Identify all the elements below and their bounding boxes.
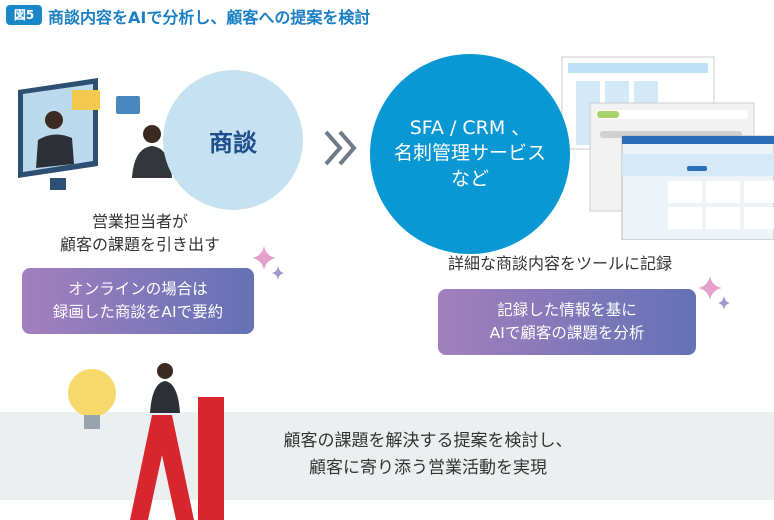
online-meeting-illustration	[18, 78, 172, 190]
ai-businessman-illustration	[68, 363, 224, 520]
ai-analysis-note: 記録した情報を基に AIで顧客の課題を分析	[438, 289, 696, 355]
sparkle-icon	[252, 246, 284, 280]
circle-line: など	[450, 167, 489, 190]
record-caption: 詳細な商談内容をツールに記録	[447, 254, 672, 273]
note-line: AIで顧客の課題を分析	[489, 324, 645, 342]
online-summary-note: オンラインの場合は 録画した商談をAIで要約	[22, 268, 254, 334]
note-line: 録画した商談をAIで要約	[52, 303, 224, 321]
note-line: オンラインの場合は	[68, 279, 208, 298]
double-chevron-right-icon	[324, 130, 357, 166]
sfa-crm-circle: SFA / CRM 、 名刺管理サービス など	[370, 54, 570, 254]
caption-line: 営業担当者が	[91, 212, 188, 231]
meeting-caption: 営業担当者が 顧客の課題を引き出す	[40, 210, 240, 256]
circle-line: 名刺管理サービス	[393, 142, 546, 165]
conclusion-line: 顧客の課題を解決する提案を検討し、	[283, 431, 573, 451]
crm-screens-illustration	[561, 56, 774, 240]
conclusion-band	[0, 412, 774, 500]
meeting-circle: 商談	[163, 70, 303, 210]
sparkle-icon	[698, 276, 730, 310]
conclusion-text: 顧客の課題を解決する提案を検討し、 顧客に寄り添う営業活動を実現	[238, 428, 618, 482]
figure-badge: 図5	[6, 5, 42, 25]
caption-line: 顧客の課題を引き出す	[59, 235, 220, 255]
note-line: 記録した情報を基に	[497, 300, 637, 319]
conclusion-line: 顧客に寄り添う営業活動を実現	[309, 458, 547, 479]
circle-line: SFA / CRM 、	[409, 116, 531, 139]
figure-title: 商談内容をAIで分析し、顧客への提案を検討	[48, 8, 371, 27]
